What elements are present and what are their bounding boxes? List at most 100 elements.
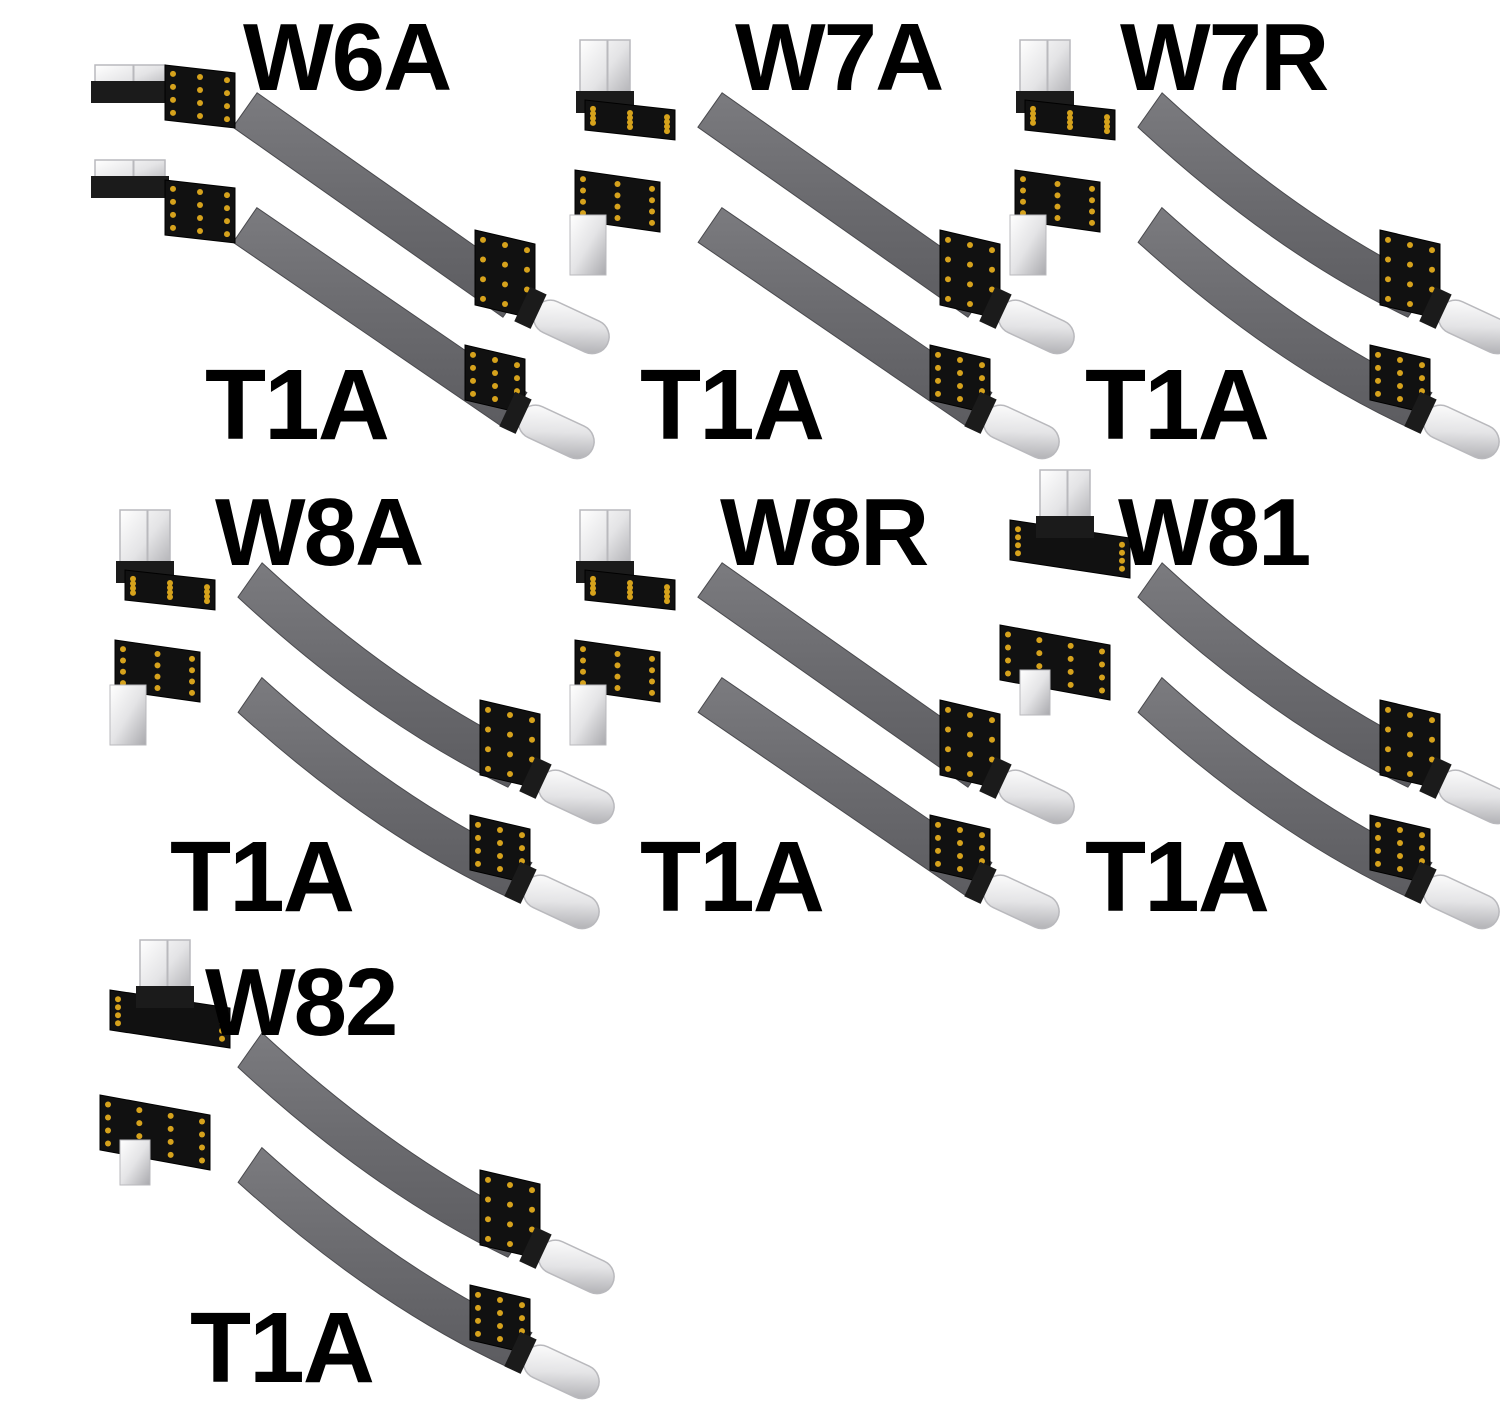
gold-pad xyxy=(967,261,973,268)
gold-pad xyxy=(1407,751,1413,758)
gold-pad xyxy=(1385,276,1391,283)
gold-pad xyxy=(1375,821,1381,828)
gold-pad xyxy=(167,1138,174,1145)
gold-pad xyxy=(154,673,161,680)
gold-pad xyxy=(967,301,973,307)
gold-pad xyxy=(649,678,655,685)
usb-c-plug xyxy=(979,756,1075,825)
gold-pad xyxy=(1104,114,1110,121)
usb-c-plug xyxy=(514,286,610,355)
gold-pad xyxy=(502,301,508,307)
gold-pad xyxy=(945,726,951,733)
gold-pad xyxy=(480,256,486,263)
gold-pad xyxy=(105,1114,111,1121)
usb-c-collar xyxy=(1404,861,1437,904)
gold-pad xyxy=(197,87,203,93)
usb-c-plug xyxy=(1404,861,1500,930)
usb-c-collar xyxy=(964,391,997,434)
gold-pad xyxy=(497,1336,503,1342)
gold-pad xyxy=(627,124,633,130)
gold-pad xyxy=(189,689,195,696)
gold-pad xyxy=(935,847,941,854)
gold-pad xyxy=(497,840,503,846)
usb-c-collar xyxy=(514,286,547,329)
gold-pad xyxy=(979,362,985,369)
gold-pad xyxy=(529,736,535,743)
gold-pad xyxy=(524,266,530,273)
gold-pad xyxy=(480,276,486,283)
product-label-t1a-2: T1A xyxy=(640,349,825,461)
gold-pad xyxy=(989,736,995,743)
flat-ribbon-cable xyxy=(232,206,528,429)
gold-pad xyxy=(580,668,586,675)
gold-pad xyxy=(497,827,503,833)
gold-pad xyxy=(1375,847,1381,854)
gold-pad xyxy=(204,598,210,605)
gold-pad xyxy=(519,845,525,852)
gold-pad xyxy=(1397,357,1403,363)
gold-pad xyxy=(967,712,973,718)
gold-pad xyxy=(170,198,176,205)
product-label-t1a-1: T1A xyxy=(205,349,390,461)
gold-pad xyxy=(197,215,203,221)
gold-pad xyxy=(1020,198,1026,205)
gold-pad xyxy=(1407,712,1413,718)
usb-c-collar xyxy=(499,391,532,434)
gold-pad xyxy=(1119,541,1125,548)
gold-pad xyxy=(167,584,173,591)
gold-pad xyxy=(1036,663,1043,670)
product-w7a xyxy=(569,39,1075,460)
gold-pad xyxy=(1385,765,1391,772)
gold-pad xyxy=(485,1196,491,1203)
gold-pad xyxy=(1407,281,1413,288)
gold-pad xyxy=(957,357,963,363)
gold-pad xyxy=(1036,637,1043,644)
usb-c-collar xyxy=(979,756,1012,799)
gold-pad xyxy=(507,731,513,738)
gold-pad xyxy=(1099,674,1105,681)
gold-pad xyxy=(167,594,173,600)
gold-pad xyxy=(614,215,621,221)
gold-pad xyxy=(475,1330,481,1337)
gold-pad xyxy=(1054,215,1061,221)
gold-pad xyxy=(614,662,621,669)
usb-c-collar xyxy=(504,1331,537,1374)
gold-pad xyxy=(957,866,963,872)
gold-pad xyxy=(514,375,520,382)
micro-b-plug-down xyxy=(119,1139,151,1186)
gold-pad xyxy=(115,1012,121,1019)
gold-pad xyxy=(204,588,210,595)
gold-pad xyxy=(945,256,951,263)
gold-pad xyxy=(945,295,951,302)
product-w82 xyxy=(99,939,615,1400)
usb-c-plug xyxy=(504,1331,600,1400)
gold-pad xyxy=(1385,706,1391,713)
gold-pad xyxy=(492,383,498,389)
gold-pad xyxy=(1067,642,1074,649)
gold-pad xyxy=(507,1201,513,1208)
gold-pad xyxy=(649,197,655,204)
gold-pad xyxy=(1419,362,1425,369)
product-label-w81: W81 xyxy=(1118,479,1311,586)
gold-pad xyxy=(580,198,586,205)
gold-pad xyxy=(197,228,203,234)
micro-b-plug-down xyxy=(569,214,607,276)
gold-pad xyxy=(1030,119,1036,126)
flat-ribbon-cable xyxy=(237,676,533,898)
gold-pad xyxy=(170,96,176,103)
gold-pad xyxy=(627,580,633,586)
gold-pad xyxy=(614,192,621,199)
gold-pad xyxy=(945,746,951,753)
gold-pad xyxy=(197,100,203,106)
gold-pad xyxy=(224,192,230,199)
usb-c-plug xyxy=(504,861,600,930)
gold-pad xyxy=(1020,176,1026,183)
gold-pad xyxy=(514,362,520,369)
gold-pad xyxy=(945,706,951,713)
gold-pad xyxy=(170,224,176,231)
gold-pad xyxy=(590,110,596,117)
gold-pad xyxy=(1089,219,1095,226)
gold-pad xyxy=(935,377,941,384)
gold-pad xyxy=(1375,377,1381,384)
